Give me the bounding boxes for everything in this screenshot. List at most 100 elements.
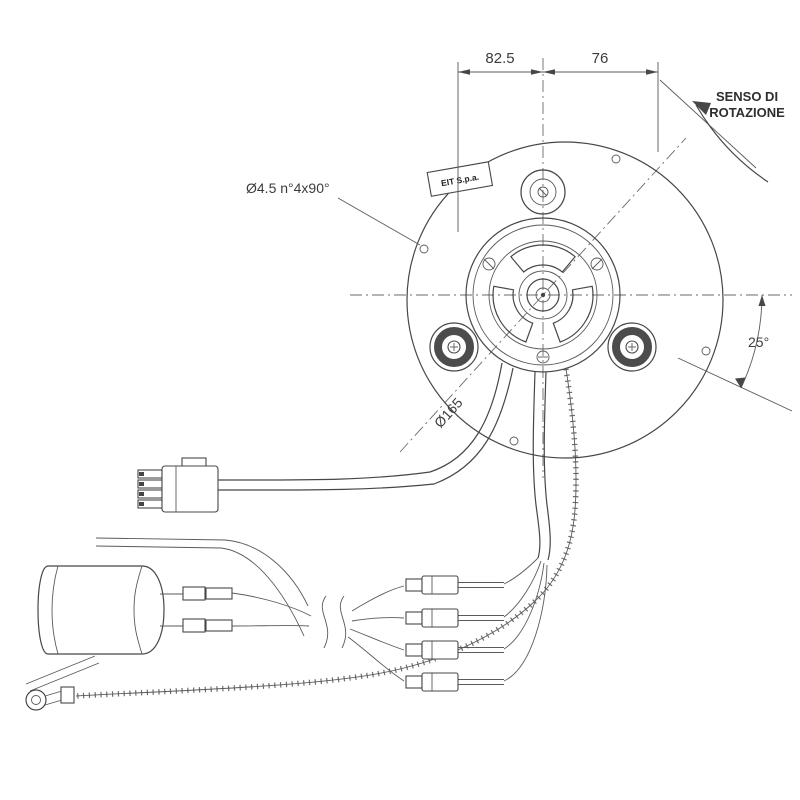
supply-wire-2 [351, 617, 405, 622]
top-dimension: 82.5 76 [457, 50, 659, 232]
spade-body [421, 608, 459, 628]
mounting-lug-right [607, 322, 657, 372]
supply-wire-4 [347, 636, 405, 682]
hub-boss-circle [518, 270, 568, 320]
supply-wires [347, 585, 405, 682]
rotation-direction: SENSO DI ROTAZIONE [659, 79, 785, 183]
motor-cable-to-plug [217, 362, 514, 491]
hole-callout: Ø4.5 n°4x90° [246, 180, 421, 246]
rotation-arrowhead [692, 101, 711, 115]
angle-arrow-top [758, 295, 766, 306]
brand-plate: EIT S.p.a. [426, 161, 494, 197]
harness-wire-1 [95, 537, 309, 607]
harness-wire-3 [25, 655, 96, 685]
spade-crimp [405, 643, 423, 657]
mounting-lug-left [429, 322, 479, 372]
motor-wire-1 [503, 557, 539, 585]
capacitor-seam-right [133, 565, 143, 655]
plug-connector [137, 457, 219, 513]
motor-wire-2 [503, 560, 542, 618]
cable-outline-top [217, 362, 503, 481]
shaft-collar [526, 278, 560, 312]
shaft-bore [535, 287, 551, 303]
shaft-center [526, 278, 560, 312]
supply-wire-3 [349, 628, 405, 651]
supply-wire-1 [351, 585, 405, 612]
ring-terminal-crimp [60, 686, 75, 704]
center-lines [350, 58, 792, 478]
harness-wire-4 [29, 662, 100, 692]
spade-connectors [405, 575, 504, 692]
harness-wire-2 [95, 545, 305, 637]
wiring-harness [25, 362, 579, 711]
capacitor-terminal-1 [182, 586, 233, 601]
lug-screw-slot [538, 187, 548, 197]
dim-arrow [531, 69, 543, 75]
hub-face-circle [488, 240, 598, 350]
fan-housing [406, 141, 724, 459]
ground-wire [75, 368, 579, 699]
dim-arrow [646, 69, 658, 75]
angle-label: 25° [748, 334, 769, 350]
rotor-slot-right [552, 285, 594, 343]
wire-break-symbol [321, 595, 347, 649]
spade-body [421, 640, 459, 660]
mounting-hole-top-right [611, 154, 621, 164]
cable-outline-bottom [217, 367, 514, 491]
spade-crimp [405, 578, 423, 592]
motor-wire-4 [503, 564, 548, 682]
harness-wires [25, 537, 309, 692]
fan-housing-circle [406, 141, 724, 459]
hub-screw-bottom [536, 350, 550, 364]
dim-arrow [458, 69, 470, 75]
angle-dimension: 25° [677, 294, 793, 412]
rotation-arrow-arc [695, 104, 769, 183]
capacitor-wire-1 [231, 592, 312, 617]
terminal-body [205, 619, 233, 632]
rotation-label-line2: ROTAZIONE [709, 105, 785, 120]
ground-wire-braid-texture [75, 368, 579, 699]
mounting-hole-bottom-left [509, 436, 519, 446]
ring-terminal-neck-bottom [44, 699, 63, 706]
motor-wire-3 [503, 562, 545, 650]
spade-connector-3 [405, 640, 504, 660]
capacitor-terminal-2 [182, 618, 233, 633]
hub-outer-circle [465, 217, 621, 373]
plug-pin-contact-1 [139, 472, 144, 476]
spade-crimp [405, 675, 423, 689]
plug-pin-contact-2 [139, 482, 144, 486]
rotation-label-line1: SENSO DI [716, 89, 778, 104]
dim-76-label: 76 [592, 50, 609, 67]
dim-82-5-label: 82.5 [485, 50, 514, 67]
ring-terminal [25, 686, 75, 711]
diagonal-centerline [399, 137, 687, 453]
spade-connector-2 [405, 608, 504, 628]
spade-body [421, 575, 459, 595]
ground-wire-line [75, 368, 577, 697]
ring-terminal-outer [25, 689, 47, 711]
hole-callout-label: Ø4.5 n°4x90° [246, 180, 330, 196]
motor-hub [429, 169, 657, 373]
hub-inner-circle [472, 224, 614, 366]
angle-arrow-bottom [735, 377, 746, 388]
spade-connector-4 [405, 672, 504, 692]
lug-grommet [434, 327, 474, 367]
terminal-crimp [182, 586, 206, 601]
hub-screw-upper-left [482, 257, 496, 271]
spade-connector-1 [405, 575, 504, 595]
mounting-hole-top-left [419, 244, 429, 254]
terminal-body [205, 587, 233, 600]
hole-callout-leader [337, 197, 421, 246]
plug-body [161, 465, 219, 513]
terminal-crimp [182, 618, 206, 633]
cable2-outline-right [543, 371, 551, 561]
mounting-lug-top [520, 169, 566, 215]
rotor-slot-left [492, 285, 534, 343]
cable2-outline-left [532, 371, 541, 559]
break-curve-right [339, 595, 347, 649]
angle-reference-line [677, 357, 793, 412]
lug-grommet [612, 327, 652, 367]
capacitor-seam-left [51, 565, 59, 655]
